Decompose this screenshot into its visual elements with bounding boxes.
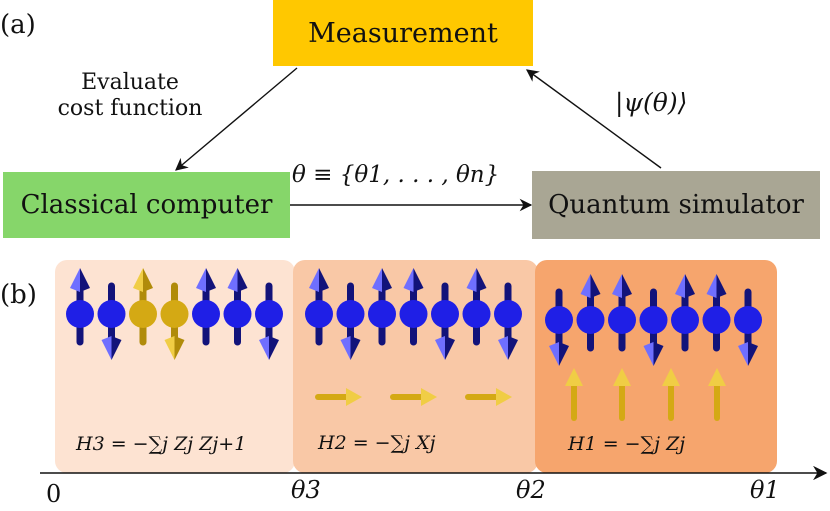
evaluate-cost-note: Evaluate cost function (20, 70, 240, 122)
arrow-quantum-to-measurement (525, 69, 662, 169)
axis-theta2-label: θ2 (516, 476, 546, 504)
spin (702, 274, 731, 352)
classical-computer-label: Classical computer (20, 190, 273, 220)
field-arrow-horizontal (390, 388, 437, 406)
spin (305, 268, 333, 346)
spin (192, 268, 220, 346)
evaluate-line-2: cost function (57, 96, 203, 121)
spin (494, 282, 522, 360)
axis-zero-label: 0 (46, 480, 62, 508)
measurement-label: Measurement (308, 17, 498, 49)
panel-a-label: (a) (0, 10, 36, 40)
spin (129, 268, 157, 346)
spin (255, 282, 283, 360)
spin (734, 288, 762, 366)
spin (545, 288, 573, 366)
spin (608, 274, 636, 352)
panel-b-label: (b) (0, 280, 37, 310)
spin (671, 274, 699, 352)
spin (576, 274, 605, 352)
field-arrow-horizontal (315, 388, 362, 406)
evaluate-line-1: Evaluate (81, 70, 179, 95)
spin (431, 282, 459, 360)
field-arrow-vertical (565, 368, 583, 421)
spin (223, 268, 252, 346)
field-arrow-vertical (662, 368, 680, 421)
field-arrow-vertical (708, 368, 726, 421)
spin (160, 282, 189, 360)
spin-chains (66, 268, 762, 366)
spin (399, 268, 428, 346)
spin (336, 282, 365, 360)
hamiltonian-h1: H1 = −∑j Zj (568, 433, 686, 455)
classical-computer-box: Classical computer (3, 172, 290, 238)
hamiltonian-h2: H2 = −∑j Xj (318, 432, 436, 454)
field-arrow-vertical (613, 368, 631, 421)
field-arrows (315, 368, 726, 421)
psi-state-label: |ψ(θ)⟩ (615, 88, 688, 117)
spin (97, 282, 126, 360)
measurement-box: Measurement (273, 0, 533, 66)
arrow-measurement-to-classical (175, 67, 298, 171)
field-arrow-horizontal (465, 388, 512, 406)
axis-theta3-label: θ3 (291, 476, 321, 504)
spin (462, 268, 491, 346)
spin (66, 268, 94, 346)
hamiltonian-h3: H3 = −∑j Zj Zj+1 (76, 433, 247, 455)
quantum-simulator-box: Quantum simulator (532, 171, 820, 239)
spin (639, 288, 668, 366)
quantum-simulator-label: Quantum simulator (548, 190, 804, 220)
theta-set-label: θ ≡ {θ1, . . . , θn} (292, 162, 500, 188)
spin (368, 268, 396, 346)
axis-theta1-label: θ1 (750, 476, 780, 504)
